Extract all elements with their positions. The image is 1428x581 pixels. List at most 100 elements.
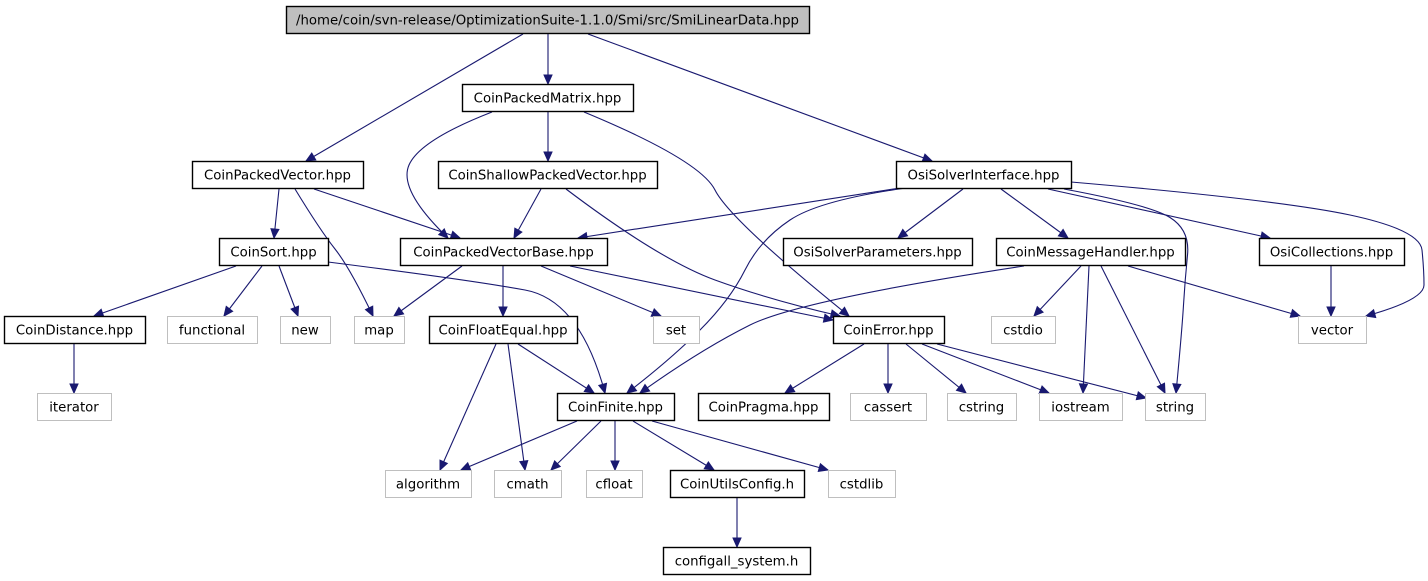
node-box [3, 315, 147, 345]
system-header-node-new: new [280, 316, 331, 344]
system-header-node-iostream: iostream [1039, 393, 1123, 421]
system-header-node-cstdlib: cstdlib [828, 470, 896, 498]
header-node-coin-packed-vector[interactable]: CoinPackedVector.hpp [191, 160, 365, 190]
system-header-node-cassert: cassert [850, 393, 927, 421]
node-box [782, 237, 974, 267]
edge-coin-packed-matrix-to-coin-error [583, 111, 850, 317]
node-box [285, 5, 811, 35]
edge-osi-solver-interface-to-coin-packed-vector-base [576, 187, 901, 242]
node-box [191, 160, 365, 190]
node-label: CoinPackedMatrix.hpp [474, 92, 622, 107]
header-node-osi-collections[interactable]: OsiCollections.hpp [1258, 237, 1406, 267]
node-label: CoinPackedVector.hpp [204, 169, 351, 184]
header-node-coin-error[interactable]: CoinError.hpp [832, 315, 946, 345]
node-box [947, 393, 1017, 421]
header-node-osi-solver-interface[interactable]: OsiSolverInterface.hpp [895, 160, 1073, 190]
node-box [850, 393, 927, 421]
node-label: CoinError.hpp [843, 324, 933, 339]
node-label: iterator [49, 401, 99, 416]
node-label: CoinFinite.hpp [568, 401, 663, 416]
node-box [218, 237, 330, 267]
node-box [494, 470, 562, 498]
edge-coin-packed-vector-to-coin-sort [270, 188, 280, 240]
node-box [37, 393, 112, 421]
header-node-coin-finite[interactable]: CoinFinite.hpp [556, 392, 676, 422]
node-label: map [364, 324, 394, 339]
edge-coin-error-to-string [936, 343, 1148, 401]
edge-coin-error-to-coin-pragma [783, 343, 865, 394]
node-label: vector [1311, 324, 1354, 339]
node-box [828, 470, 896, 498]
edge-coin-utils-config-to-configall-system [732, 498, 742, 549]
system-header-node-cstring: cstring [947, 393, 1017, 421]
node-label: set [666, 324, 686, 339]
header-node-osi-solver-parameters[interactable]: OsiSolverParameters.hpp [782, 237, 974, 267]
node-label: CoinMessageHandler.hpp [1006, 246, 1175, 261]
node-label: cstdio [1003, 324, 1043, 339]
system-header-node-set: set [653, 316, 700, 344]
header-node-coin-sort[interactable]: CoinSort.hpp [218, 237, 330, 267]
node-label: new [291, 324, 319, 339]
header-node-coin-pragma[interactable]: CoinPragma.hpp [697, 392, 831, 422]
system-header-node-cmath: cmath [494, 470, 562, 498]
header-node-coin-message-handler[interactable]: CoinMessageHandler.hpp [995, 237, 1187, 267]
node-box [354, 316, 405, 344]
node-label: CoinPragma.hpp [708, 401, 818, 416]
node-label: algorithm [396, 478, 460, 493]
edge-coin-float-equal-to-algorithm [439, 343, 497, 472]
edge-coin-error-to-cstring [905, 343, 967, 394]
edge-osi-solver-interface-to-string [1063, 188, 1189, 395]
header-node-coin-distance[interactable]: CoinDistance.hpp [3, 315, 147, 345]
edge-coin-finite-to-cmath [550, 420, 602, 471]
node-box [995, 237, 1187, 267]
edge-coin-packed-vector-to-coin-packed-vector-base [313, 188, 462, 240]
edge-osi-collections-to-vector [1326, 266, 1336, 318]
edge-coin-float-equal-to-coin-finite [517, 343, 596, 394]
edge-coin-error-to-iostream [921, 343, 1051, 395]
edge-coin-sort-to-new [278, 265, 300, 318]
header-node-coin-utils-config[interactable]: CoinUtilsConfig.h [669, 469, 806, 499]
node-label: /home/coin/svn-release/OptimizationSuite… [296, 14, 799, 29]
graph-nodes: /home/coin/svn-release/OptimizationSuite… [3, 5, 1406, 576]
edge-osi-solver-interface-to-coin-finite [626, 187, 907, 394]
system-header-node-string: string [1145, 393, 1206, 421]
header-node-coin-packed-matrix[interactable]: CoinPackedMatrix.hpp [461, 83, 635, 113]
edge-coin-message-handler-to-string [1100, 265, 1166, 395]
node-box [697, 392, 831, 422]
node-box [461, 83, 635, 113]
node-label: cstdlib [840, 478, 884, 493]
edge-coin-message-handler-to-cstdio [1033, 265, 1082, 317]
node-label: OsiSolverInterface.hpp [908, 169, 1060, 184]
system-header-node-iterator: iterator [37, 393, 112, 421]
header-node-coin-packed-vector-base[interactable]: CoinPackedVectorBase.hpp [399, 237, 609, 267]
node-box [669, 469, 806, 499]
node-label: cassert [864, 401, 912, 416]
header-node-coin-float-equal[interactable]: CoinFloatEqual.hpp [428, 315, 579, 345]
header-node-configall-system[interactable]: configall_system.h [662, 546, 812, 576]
edge-coin-sort-to-coin-distance [92, 265, 237, 318]
node-box [1258, 237, 1406, 267]
node-box [586, 470, 643, 498]
edge-coin-message-handler-to-coin-finite [638, 265, 1025, 394]
edge-coin-packed-matrix-to-coin-shallow-packed-vector [543, 112, 553, 163]
edge-root-to-coin-packed-vector [304, 33, 524, 162]
node-box [1298, 316, 1367, 344]
system-header-node-algorithm: algorithm [385, 470, 472, 498]
node-box [399, 237, 609, 267]
node-label: CoinPackedVectorBase.hpp [413, 246, 594, 261]
system-header-node-map: map [354, 316, 405, 344]
header-node-coin-shallow-packed-vector[interactable]: CoinShallowPackedVector.hpp [437, 160, 659, 190]
edge-coin-packed-vector-base-to-coin-float-equal [498, 266, 508, 318]
root-node-root[interactable]: /home/coin/svn-release/OptimizationSuite… [285, 5, 811, 35]
edge-coin-message-handler-to-vector [1127, 265, 1302, 318]
edge-coin-message-handler-to-iostream [1078, 265, 1090, 395]
edge-coin-packed-vector-to-map [294, 188, 374, 318]
node-label: iostream [1051, 401, 1109, 416]
node-box [385, 470, 472, 498]
node-label: functional [179, 324, 245, 339]
edge-coin-sort-to-coin-finite [327, 261, 608, 395]
node-box [167, 316, 258, 344]
system-header-node-cstdio: cstdio [991, 316, 1056, 344]
edge-osi-solver-interface-to-coin-message-handler [1000, 188, 1069, 239]
